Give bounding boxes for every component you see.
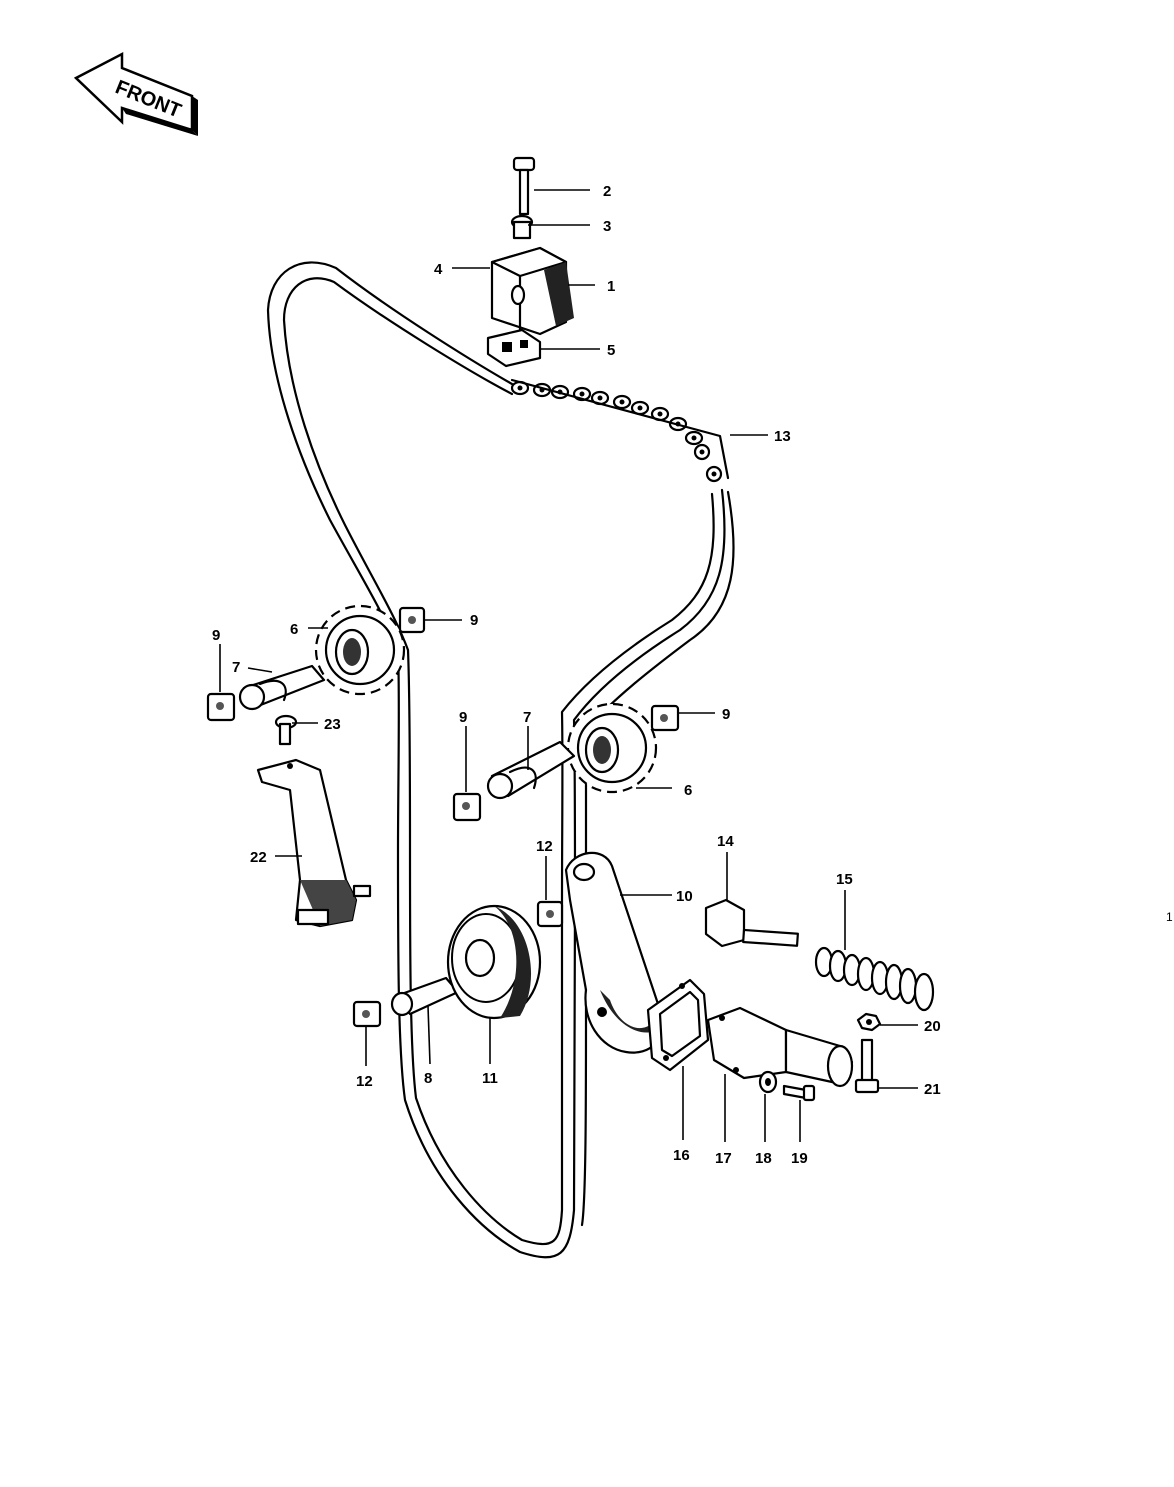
gasket-part-16 — [646, 978, 710, 1072]
callout-12-b: 12 — [356, 1073, 373, 1090]
callout-16: 16 — [673, 1147, 690, 1164]
callout-6-left: 6 — [290, 621, 298, 638]
front-arrow-icon: FRONT — [73, 51, 198, 136]
callout-20: 20 — [924, 1018, 941, 1035]
callout-7-a: 7 — [232, 659, 240, 676]
callout-3: 3 — [603, 218, 611, 235]
callout-9-c: 9 — [722, 706, 730, 723]
leader-lines — [219, 189, 918, 1142]
bolt-part-23 — [274, 714, 298, 746]
callout-12-a: 12 — [536, 838, 553, 855]
nut-part-20 — [856, 1012, 882, 1032]
callout-4: 4 — [434, 261, 443, 278]
callout-7-b: 7 — [523, 709, 531, 726]
bolt-part-19 — [782, 1084, 816, 1102]
bracket-part-22 — [256, 758, 372, 928]
callout-18: 18 — [755, 1150, 772, 1167]
sprocket-part-6-left — [314, 604, 406, 696]
margin-mark: 1 — [1166, 910, 1173, 924]
shaft-part-7-b — [486, 740, 576, 800]
washer-part-18 — [758, 1070, 778, 1094]
callout-10: 10 — [676, 888, 693, 905]
callout-6-right: 6 — [684, 782, 692, 799]
push-rod-part-14 — [704, 898, 799, 948]
callout-9-b: 9 — [212, 627, 220, 644]
shaft-part-7-a — [238, 664, 326, 711]
block-part-9-c — [650, 704, 680, 732]
bolt-part-2 — [512, 156, 536, 216]
callout-15: 15 — [836, 871, 853, 888]
callout-21: 21 — [924, 1081, 941, 1098]
sprocket-part-6-right — [566, 702, 658, 794]
roller-part-11 — [446, 904, 542, 1020]
callout-5: 5 — [607, 342, 615, 359]
callout-19: 19 — [791, 1150, 808, 1167]
callout-9-a: 9 — [470, 612, 478, 629]
callout-14: 14 — [717, 833, 734, 850]
chain-links — [510, 378, 730, 483]
callout-9-d: 9 — [459, 709, 467, 726]
spring-part-15 — [814, 946, 935, 1012]
chain-guide-part-1 — [490, 246, 574, 336]
bolt-part-21 — [854, 1038, 880, 1094]
block-part-5 — [486, 328, 542, 368]
tensioner-housing-part-17 — [706, 1006, 854, 1088]
callout-17: 17 — [715, 1150, 732, 1167]
collar-part-3 — [510, 214, 534, 240]
callout-labels: 2 3 4 1 5 13 6 9 9 7 9 23 9 7 6 14 22 12… — [212, 183, 1173, 1167]
callout-22: 22 — [250, 849, 267, 866]
callout-2: 2 — [603, 183, 611, 200]
block-part-9-d — [452, 792, 482, 822]
block-part-9-b — [206, 692, 236, 722]
block-part-9-a — [398, 606, 426, 634]
shaft-part-8 — [390, 976, 460, 1017]
callout-13: 13 — [774, 428, 791, 445]
block-part-12-a — [536, 900, 564, 928]
callout-11: 11 — [482, 1070, 498, 1087]
block-part-12-b — [352, 1000, 382, 1028]
callout-8: 8 — [424, 1070, 432, 1087]
callout-23: 23 — [324, 716, 341, 733]
callout-1: 1 — [607, 278, 615, 295]
